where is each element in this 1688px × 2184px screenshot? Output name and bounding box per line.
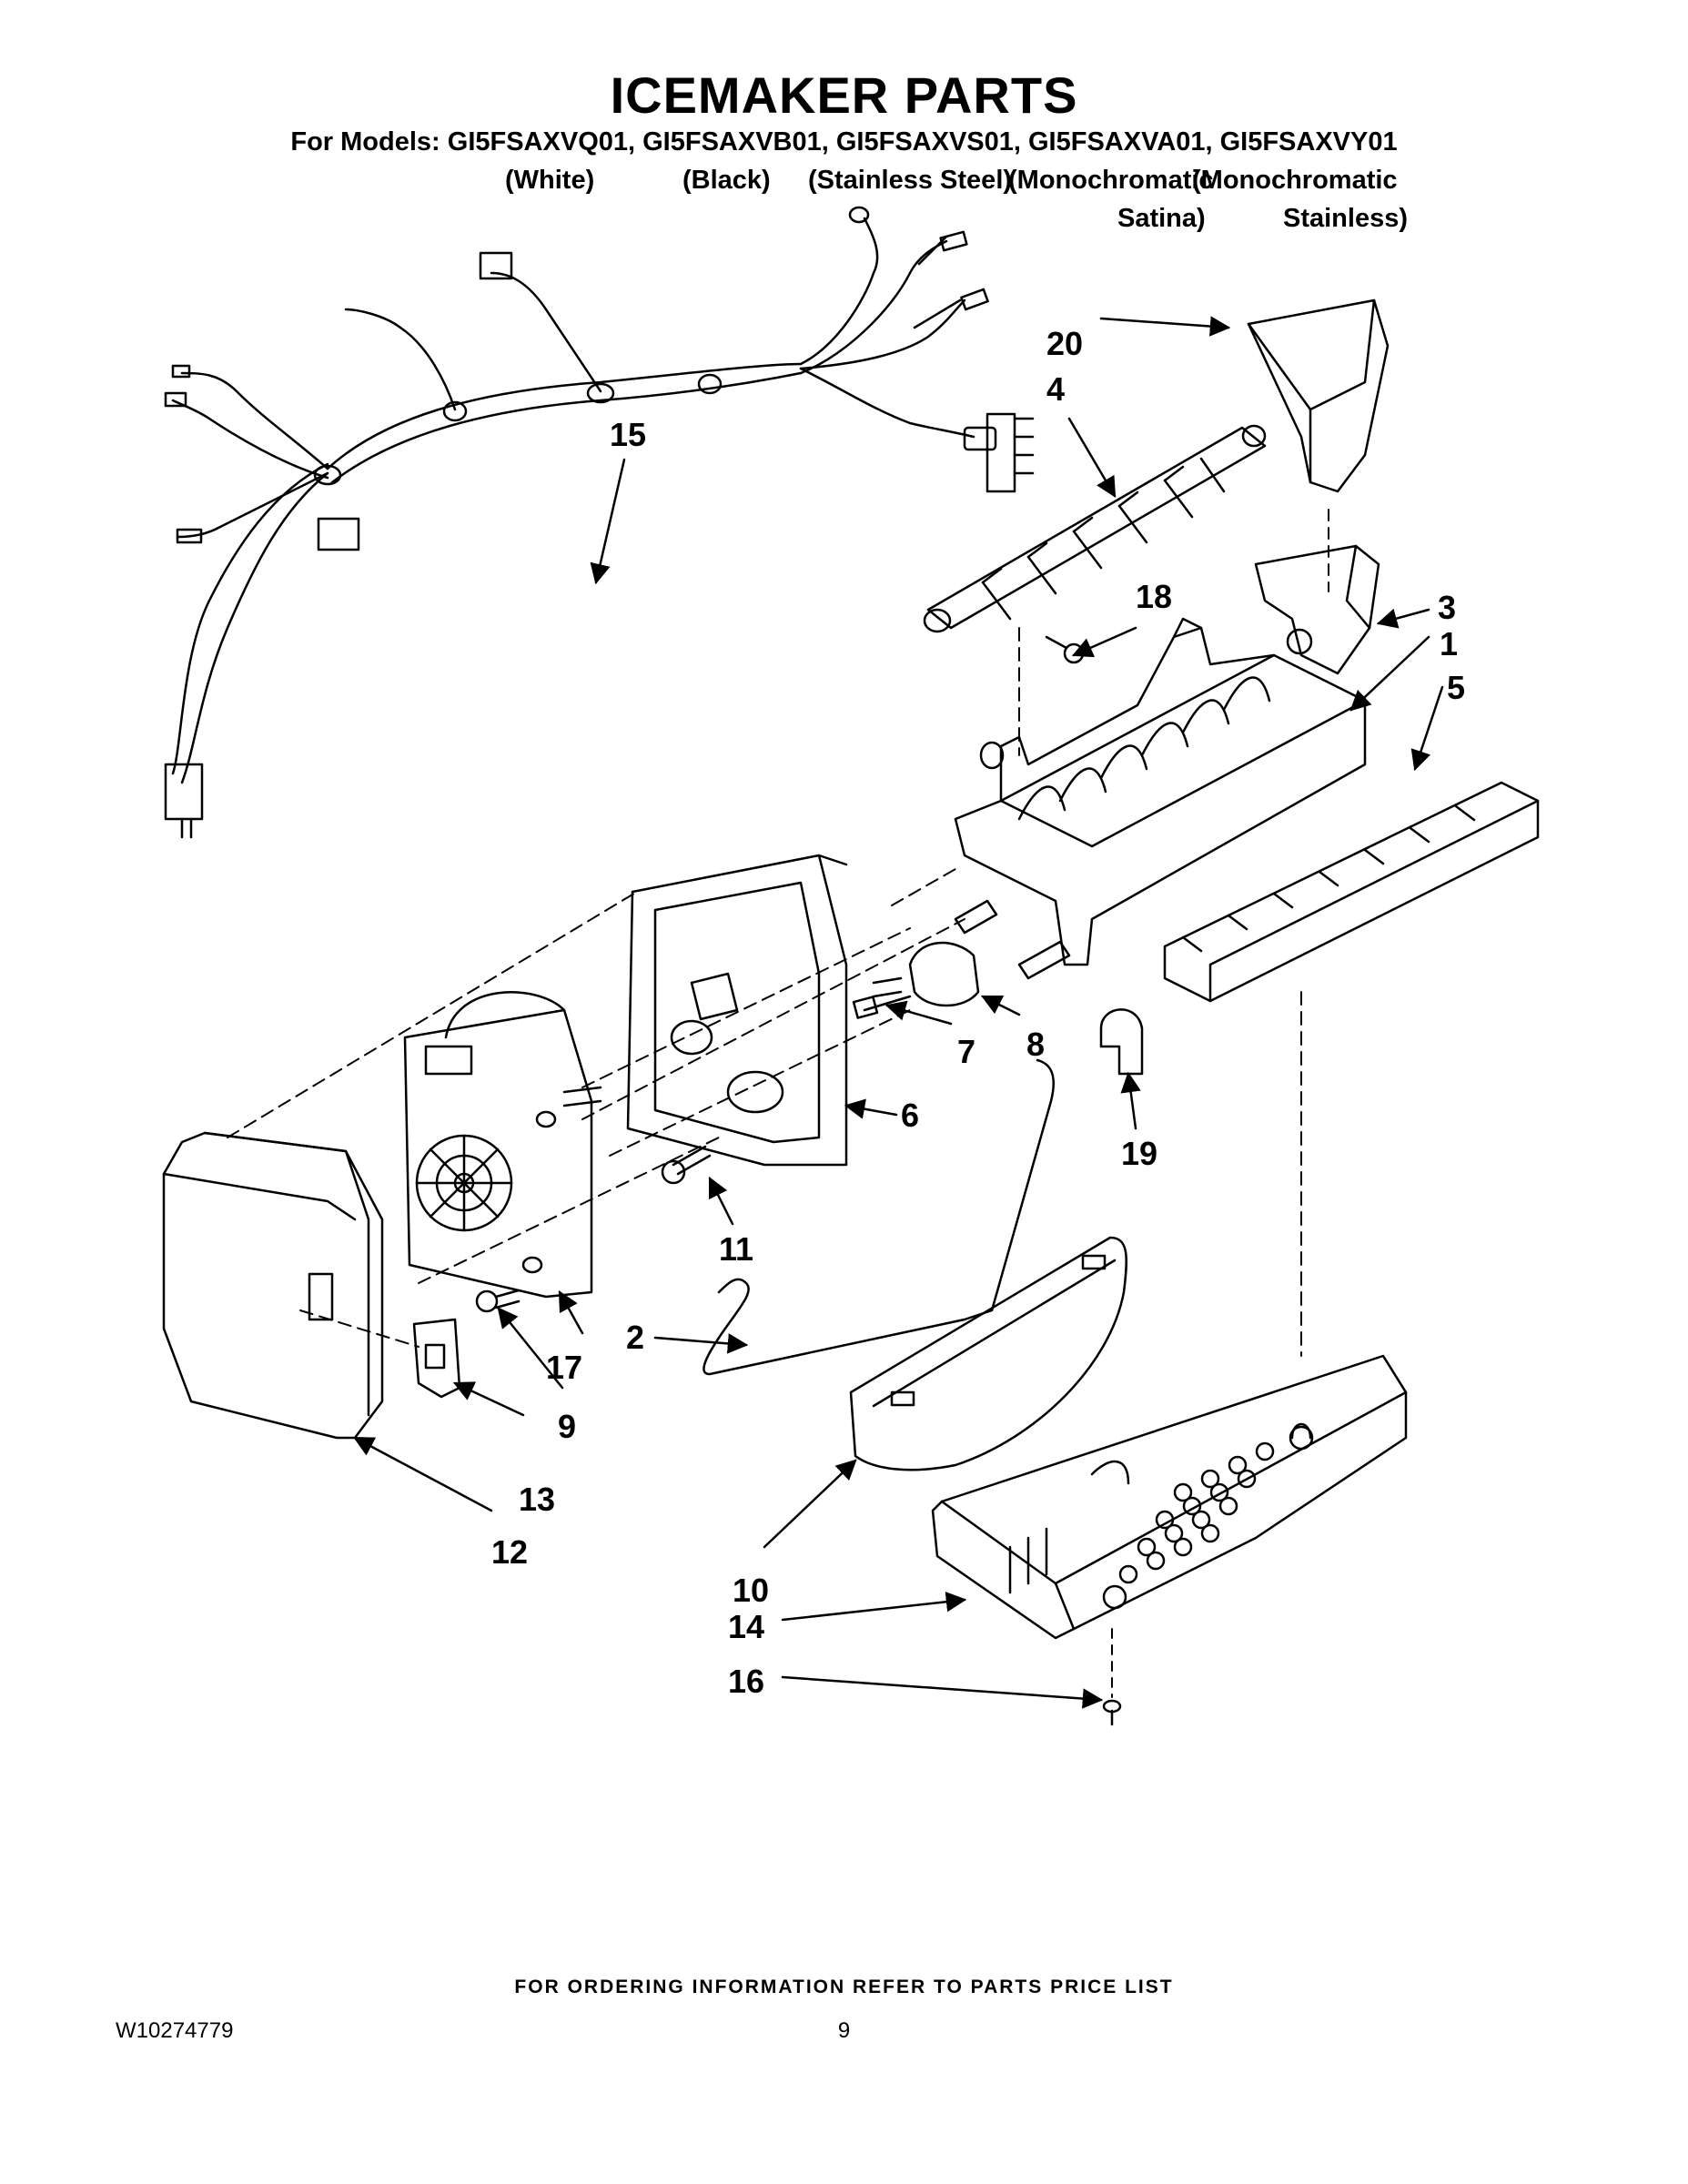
- clip-part: [1099, 1008, 1144, 1076]
- callout-14: 14: [728, 1608, 764, 1645]
- callout-12: 12: [491, 1533, 528, 1571]
- callout-18: 18: [1136, 578, 1172, 615]
- fill-cup-holder-part: [1254, 544, 1380, 675]
- screw-part-11: [661, 1145, 712, 1185]
- callout-5: 5: [1447, 669, 1465, 706]
- callout-16: 16: [728, 1663, 764, 1700]
- models-line: For Models: GI5FSAXVQ01, GI5FSAXVB01, GI…: [290, 127, 1398, 157]
- ejector-part: [923, 424, 1267, 633]
- deflector-part: [849, 1236, 1128, 1471]
- callout-15: 15: [610, 416, 646, 453]
- callout-7: 7: [957, 1033, 975, 1070]
- callout-9: 9: [558, 1408, 576, 1445]
- ice-mold-part: [954, 617, 1367, 966]
- module-housing-part: [626, 854, 848, 1167]
- callout-labels: 20 4 15 18 3 1 5 8 7 6 19 11 2 17 9 13 1…: [491, 325, 1465, 1700]
- callout-6: 6: [901, 1097, 919, 1134]
- color-mono-stainless-line2: Stainless): [1283, 204, 1408, 233]
- screw-part-16: [1102, 1628, 1122, 1726]
- screw-part-18: [1045, 635, 1085, 664]
- switch-part: [412, 1318, 461, 1399]
- color-mono-satina-line1: (Monochromatic: [1008, 166, 1214, 195]
- color-stainless: (Stainless Steel): [808, 166, 1013, 195]
- assembly-guide-lines: [227, 627, 1020, 1348]
- module-cover-part: [162, 1131, 384, 1440]
- motor-gear-part: [403, 991, 602, 1299]
- callout-19: 19: [1121, 1135, 1157, 1172]
- ice-stripper-part: [1163, 781, 1540, 1003]
- color-black: (Black): [682, 166, 771, 195]
- color-mono-stainless-line1: (Monochromatic: [1192, 166, 1398, 195]
- callout-1: 1: [1440, 625, 1458, 662]
- shutoff-arm-part: [702, 1058, 1055, 1376]
- page-number: 9: [837, 2018, 851, 2043]
- screw-part-9: [475, 1289, 521, 1313]
- mold-pins-part: [954, 899, 1071, 980]
- callout-leaders: [353, 316, 1444, 1709]
- color-mono-satina-line2: Satina): [1117, 204, 1206, 233]
- fill-cup-part: [1247, 298, 1390, 493]
- thermostat-part: [872, 941, 980, 1007]
- callout-10: 10: [733, 1572, 769, 1609]
- ordering-note: FOR ORDERING INFORMATION REFER TO PARTS …: [514, 1977, 1174, 1997]
- ice-bin-part: [931, 1354, 1408, 1640]
- callout-2: 2: [626, 1319, 644, 1356]
- callout-20: 20: [1046, 325, 1083, 362]
- callout-4: 4: [1046, 370, 1065, 408]
- wire-harness-part: [164, 206, 1035, 839]
- document-number: W10274779: [116, 2018, 234, 2043]
- page-title: ICEMAKER PARTS: [610, 66, 1078, 124]
- callout-8: 8: [1026, 1026, 1045, 1063]
- callout-17: 17: [546, 1349, 582, 1386]
- callout-3: 3: [1438, 589, 1456, 626]
- callout-13: 13: [519, 1481, 555, 1518]
- callout-11: 11: [719, 1230, 753, 1268]
- color-white: (White): [505, 166, 595, 195]
